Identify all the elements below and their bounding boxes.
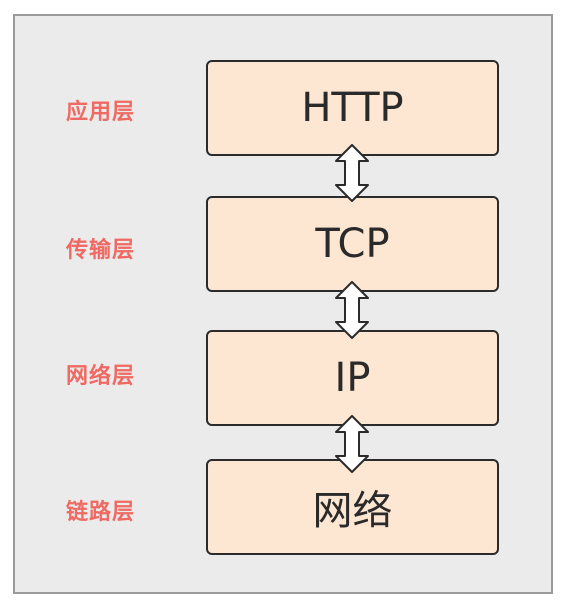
double-arrow-icon [335, 144, 369, 202]
double-arrow-icon [335, 281, 369, 339]
layer-label-network: 网络层 [66, 364, 136, 389]
layer-label-transport: 传输层 [66, 238, 136, 263]
layer-label-link: 链路层 [66, 500, 136, 525]
protocol-box-http: HTTP [206, 60, 499, 156]
protocol-box-ip: IP [206, 330, 499, 426]
double-arrow-icon [335, 415, 369, 473]
protocol-box-tcp: TCP [206, 196, 499, 292]
layer-label-application: 应用层 [66, 100, 136, 125]
protocol-box-network: 网络 [206, 459, 499, 555]
